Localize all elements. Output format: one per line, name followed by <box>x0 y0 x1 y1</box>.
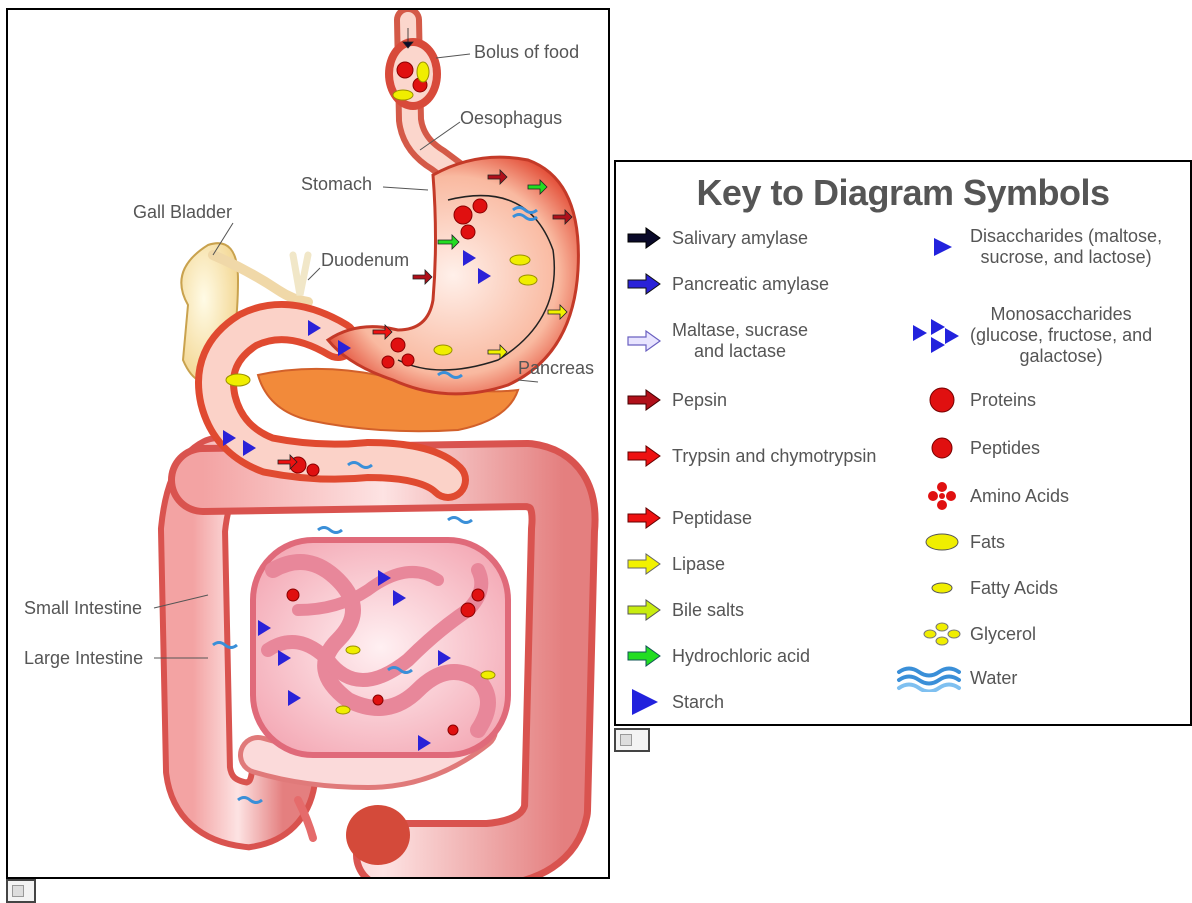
key-label: Proteins <box>970 390 1036 411</box>
key-label: Pepsin <box>672 390 727 411</box>
key-item-bile-salts: Bile salts <box>624 592 744 628</box>
key-item-disaccharides: Disaccharides (maltose, sucrose, and lac… <box>922 226 1162 268</box>
symbol-key-panel: Key to Diagram Symbols Salivary amylase … <box>614 160 1192 726</box>
black-arrow-icon <box>624 220 664 256</box>
key-label: Maltase, sucrase <box>672 320 808 341</box>
key-label: Salivary amylase <box>672 228 808 249</box>
peptide-circle-icon <box>922 430 962 466</box>
key-label: galactose) <box>970 346 1152 367</box>
key-label: Starch <box>672 692 724 713</box>
key-label: Monosaccharides <box>970 304 1152 325</box>
digestive-tract-illustration <box>8 10 608 877</box>
key-item-peptides: Peptides <box>922 430 1040 466</box>
protein-circle-icon <box>922 382 962 418</box>
key-title: Key to Diagram Symbols <box>616 172 1190 214</box>
yellow-arrow-icon <box>624 546 664 582</box>
fatty-acid-oval-icon <box>922 570 962 606</box>
key-label: Glycerol <box>970 624 1036 645</box>
key-label: Fats <box>970 532 1005 553</box>
label-gall-bladder: Gall Bladder <box>133 202 232 223</box>
key-label: sucrose, and lactose) <box>970 247 1162 268</box>
disaccharide-triangle-icon <box>922 229 962 265</box>
key-label: Pancreatic amylase <box>672 274 829 295</box>
key-label: (glucose, fructose, and <box>970 325 1152 346</box>
starch-triangle-icon <box>624 684 664 720</box>
digestive-system-diagram: Bolus of food Oesophagus Stomach Gall Bl… <box>6 8 610 879</box>
key-label: Peptides <box>970 438 1040 459</box>
red-arrow-icon <box>624 438 664 474</box>
broken-image-icon <box>614 728 650 752</box>
key-item-monosaccharides: Monosaccharides (glucose, fructose, and … <box>910 304 1152 367</box>
key-item-amino-acids: Amino Acids <box>922 478 1069 514</box>
label-bolus-of-food: Bolus of food <box>474 42 579 63</box>
key-item-fatty-acids: Fatty Acids <box>922 570 1058 606</box>
lilac-arrow-icon <box>624 323 664 359</box>
label-oesophagus: Oesophagus <box>460 108 562 129</box>
green-arrow-icon <box>624 638 664 674</box>
key-item-trypsin-chymotrypsin: Trypsin and chymotrypsin <box>624 438 876 474</box>
blue-arrow-icon <box>624 266 664 302</box>
key-label: Lipase <box>672 554 725 575</box>
key-item-proteins: Proteins <box>922 382 1036 418</box>
key-item-maltase-sucrase-lactase: Maltase, sucrase and lactase <box>624 320 808 362</box>
key-label: Water <box>970 668 1017 689</box>
key-item-peptidase: Peptidase <box>624 500 752 536</box>
label-stomach: Stomach <box>301 174 372 195</box>
label-large-intestine: Large Intestine <box>24 648 143 669</box>
key-item-fats: Fats <box>922 524 1005 560</box>
broken-image-icon <box>6 879 36 903</box>
yellow-green-arrow-icon <box>624 592 664 628</box>
key-item-water: Water <box>894 660 1017 696</box>
key-item-starch: Starch <box>624 684 724 720</box>
key-item-glycerol: Glycerol <box>922 616 1036 652</box>
monosaccharide-triangles-icon <box>910 318 962 354</box>
key-label: Bile salts <box>672 600 744 621</box>
key-item-pepsin: Pepsin <box>624 382 727 418</box>
glycerol-icon <box>922 616 962 652</box>
key-label: Hydrochloric acid <box>672 646 810 667</box>
key-label: Disaccharides (maltose, <box>970 226 1162 247</box>
key-label: and lactase <box>672 341 808 362</box>
key-item-hydrochloric-acid: Hydrochloric acid <box>624 638 810 674</box>
key-item-salivary-amylase: Salivary amylase <box>624 220 808 256</box>
key-label: Peptidase <box>672 508 752 529</box>
key-label: Amino Acids <box>970 486 1069 507</box>
key-label: Fatty Acids <box>970 578 1058 599</box>
water-wave-icon <box>894 660 962 696</box>
label-small-intestine: Small Intestine <box>24 598 142 619</box>
label-duodenum: Duodenum <box>321 250 409 271</box>
amino-acids-icon <box>922 478 962 514</box>
fat-oval-icon <box>922 524 962 560</box>
red-arrow-icon <box>624 500 664 536</box>
key-label: Trypsin and chymotrypsin <box>672 446 876 467</box>
key-item-lipase: Lipase <box>624 546 725 582</box>
dark-red-arrow-icon <box>624 382 664 418</box>
key-item-pancreatic-amylase: Pancreatic amylase <box>624 266 829 302</box>
label-pancreas: Pancreas <box>518 358 594 379</box>
